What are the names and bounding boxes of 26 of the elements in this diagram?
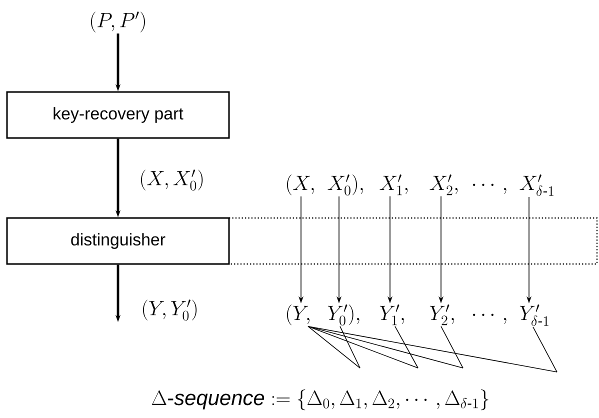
- difference-line: [532, 326, 558, 372]
- sequence-term: $Y'_0),$: [328, 304, 360, 326]
- process-box: key-recovery part: [6, 91, 230, 139]
- edge-label: $(Y, Y'_0)$: [143, 300, 197, 321]
- input-pair-text: $(P, P')$: [91, 12, 145, 32]
- sequence-term: $(Y,$: [287, 304, 310, 326]
- sequence-term: $X'_0),$: [328, 174, 363, 196]
- sequence-term: $X'_1,$: [380, 174, 408, 196]
- sequence-term: $X'_2,$: [430, 174, 458, 196]
- sequence-term: $X'_{\delta\text{-}1}$: [520, 174, 554, 196]
- difference-line: [308, 326, 558, 372]
- sequence-term: $(X,$: [287, 174, 314, 196]
- sequence-term: $Y'_2,$: [430, 304, 454, 326]
- difference-line: [394, 326, 418, 368]
- ellipsis: $\cdots,$: [472, 184, 506, 194]
- process-box: distinguisher: [6, 217, 230, 265]
- ellipsis: $\cdots,$: [472, 314, 506, 324]
- edge-label: $(X, X'_0)$: [141, 170, 203, 191]
- difference-line: [340, 326, 360, 368]
- sequence-term: $Y'_{\delta\text{-}1}$: [520, 304, 548, 326]
- difference-line: [308, 326, 418, 368]
- sequence-term: $Y'_1,$: [380, 304, 404, 326]
- difference-line: [308, 326, 360, 368]
- difference-line: [440, 326, 464, 368]
- delta-sequence-formula: $\Delta\text{-}\mathit{sequence} \mathrel{:=} \{\Delta_0, \Delta_1, \Delta_2, \cdots, \Delta_{\delta\text{-}1}\}$: [152, 390, 488, 410]
- difference-line: [308, 326, 464, 368]
